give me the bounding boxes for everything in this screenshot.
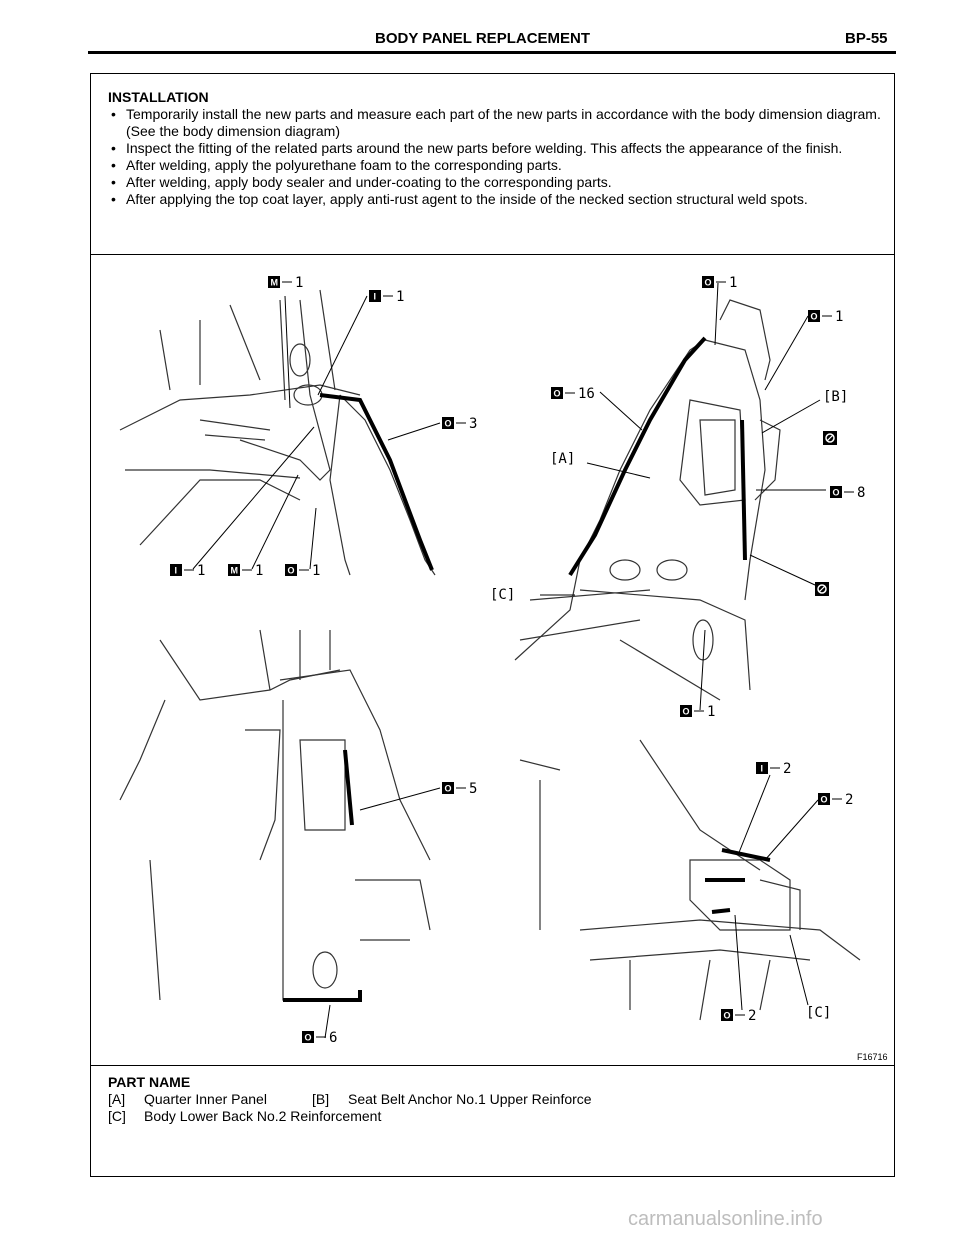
- part-name-section: PART NAME [A] Quarter Inner Panel [B] Se…: [108, 1074, 592, 1125]
- svg-text:1: 1: [396, 289, 404, 305]
- svg-text:I: I: [175, 566, 178, 576]
- part-label-b: [B]: [823, 389, 848, 405]
- weld-seam-line: [343, 749, 354, 826]
- foam-symbol-icon: [815, 582, 829, 596]
- part-name-heading: PART NAME: [108, 1074, 191, 1090]
- svg-text:I: I: [761, 764, 764, 774]
- svg-text:1: 1: [197, 563, 205, 579]
- svg-text:O: O: [705, 278, 712, 288]
- svg-text:O: O: [811, 312, 818, 322]
- part-value: Quarter Inner Panel: [144, 1091, 267, 1107]
- installation-list: Temporarily install the new parts and me…: [108, 106, 884, 208]
- svg-text:O: O: [724, 1011, 731, 1021]
- svg-text:O: O: [833, 488, 840, 498]
- part-key: [C]: [108, 1108, 126, 1124]
- header-rule: [88, 51, 896, 54]
- svg-text:M: M: [271, 278, 279, 288]
- list-item: After welding, apply body sealer and und…: [108, 174, 884, 191]
- installation-heading: INSTALLATION: [108, 89, 209, 105]
- panel-upper-right-drawing: [514, 299, 781, 701]
- panel-upper-left-drawing: [119, 289, 436, 576]
- panel-lower-right-drawing: [519, 739, 861, 1021]
- svg-text:2: 2: [845, 792, 853, 808]
- svg-text:O: O: [305, 1033, 312, 1043]
- svg-text:2: 2: [783, 761, 791, 777]
- svg-text:O: O: [445, 784, 452, 794]
- content-frame: [90, 73, 895, 1177]
- svg-text:1: 1: [707, 704, 715, 720]
- svg-text:6: 6: [329, 1030, 337, 1046]
- foam-symbol-icon: [823, 431, 837, 445]
- svg-text:I: I: [374, 292, 377, 302]
- watermark: carmanualsonline.info: [628, 1208, 823, 1230]
- svg-text:1: 1: [312, 563, 320, 579]
- svg-text:3: 3: [469, 416, 477, 432]
- panel-lower-left-drawing: [119, 629, 431, 1001]
- weld-seam-line: [283, 990, 362, 1002]
- svg-text:1: 1: [835, 309, 843, 325]
- weld-seam-line: [740, 419, 747, 561]
- svg-text:1: 1: [255, 563, 263, 579]
- svg-text:1: 1: [295, 275, 303, 291]
- part-key: [B]: [312, 1091, 330, 1107]
- svg-text:O: O: [683, 707, 690, 717]
- svg-text:O: O: [288, 566, 295, 576]
- svg-text:1: 1: [729, 275, 737, 291]
- part-label-c: [C]: [806, 1005, 831, 1021]
- svg-text:O: O: [821, 795, 828, 805]
- page-title: BODY PANEL REPLACEMENT: [375, 30, 591, 47]
- leader-lines: [192, 282, 826, 1039]
- svg-text:16: 16: [578, 386, 595, 402]
- weld-seam-line: [711, 908, 731, 914]
- weld-seam-line: [319, 393, 434, 571]
- svg-text:8: 8: [857, 485, 865, 501]
- callout-o-16: O 16: [551, 386, 595, 402]
- weld-seam-line: [721, 848, 771, 862]
- list-item: After welding, apply the polyurethane fo…: [108, 157, 884, 174]
- section-divider-top: [90, 254, 895, 255]
- svg-text:O: O: [554, 389, 561, 399]
- page-number: BP-55: [845, 30, 888, 47]
- svg-text:5: 5: [469, 781, 477, 797]
- list-item: Temporarily install the new parts and me…: [108, 106, 884, 140]
- part-key: [A]: [108, 1091, 126, 1107]
- part-label-a: [A]: [550, 451, 575, 467]
- section-divider-bottom: [90, 1065, 895, 1066]
- installation-section: INSTALLATION Temporarily install the new…: [108, 89, 884, 208]
- part-value: Body Lower Back No.2 Reinforcement: [144, 1108, 382, 1124]
- weld-seam-line: [568, 336, 707, 577]
- part-row: [A] Quarter Inner Panel [B] Seat Belt An…: [108, 1091, 592, 1108]
- figure-code: F16716: [857, 1052, 888, 1062]
- part-value: Seat Belt Anchor No.1 Upper Reinforce: [348, 1091, 592, 1107]
- svg-text:M: M: [231, 566, 239, 576]
- list-item: Inspect the fitting of the related parts…: [108, 140, 884, 157]
- part-label-c: [C]: [490, 587, 515, 603]
- list-item: After applying the top coat layer, apply…: [108, 191, 884, 208]
- svg-text:O: O: [445, 419, 452, 429]
- svg-text:2: 2: [748, 1008, 756, 1024]
- part-row: [C] Body Lower Back No.2 Reinforcement: [108, 1108, 592, 1125]
